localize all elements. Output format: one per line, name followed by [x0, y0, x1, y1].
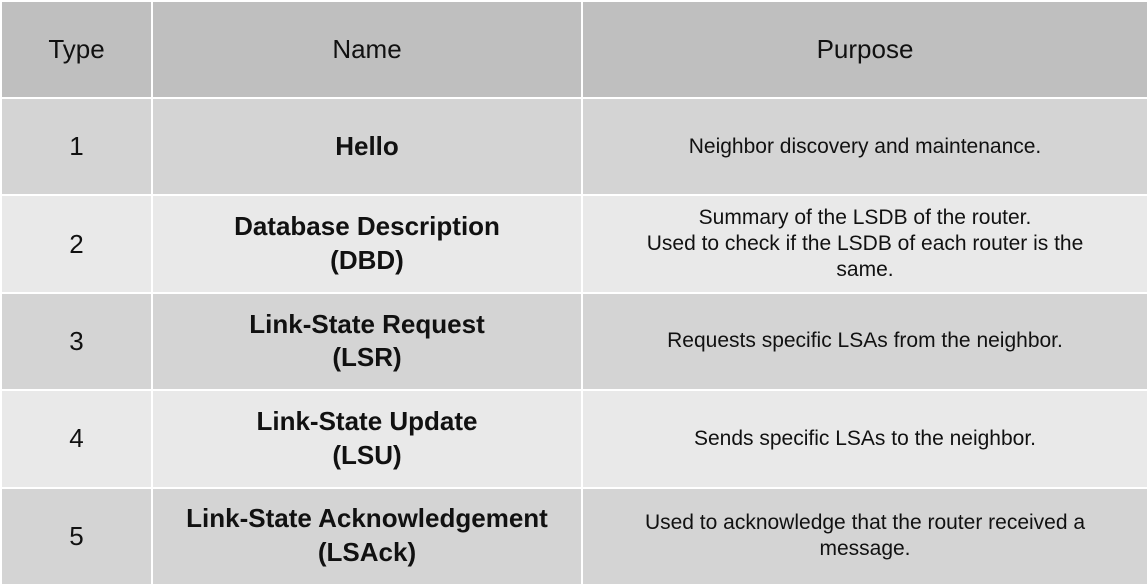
purpose-cell: Sends specific LSAs to the neighbor.: [581, 389, 1147, 489]
name-line: Link-State Acknowledgement: [186, 503, 548, 534]
name-cell: Link-State Request(LSR): [151, 291, 583, 392]
purpose-line: same.: [836, 258, 894, 282]
name-line: Link-State Update: [256, 406, 478, 437]
purpose-cell: Neighbor discovery and maintenance.: [581, 96, 1147, 197]
name-cell: Link-State Update(LSU): [151, 389, 583, 489]
name-cell: Hello: [151, 96, 583, 197]
purpose-line: Used to acknowledge that the router rece…: [644, 511, 1086, 535]
table-body: 1 Hello Neighbor discovery and maintenance…: [0, 96, 1147, 586]
name-line: Link-State Request: [249, 308, 485, 339]
type-cell: 5: [0, 486, 153, 586]
header-row: Type Name Purpose: [0, 0, 1147, 99]
header-name: Name: [151, 0, 583, 99]
purpose-cell: Used to acknowledge that the router rece…: [581, 486, 1147, 586]
name-line: (LSR): [332, 342, 402, 373]
name-line: (DBD): [330, 245, 404, 276]
name-line: (LSAck): [317, 537, 417, 568]
type-cell: 2: [0, 194, 153, 294]
purpose-line: Sends specific LSAs to the neighbor.: [693, 426, 1037, 450]
name-cell: Link-State Acknowledgement(LSAck): [151, 486, 583, 586]
purpose-line: Summary of the LSDB of the router.: [698, 205, 1032, 229]
purpose-line: Used to check if the LSDB of each router…: [646, 231, 1084, 255]
purpose-line: Neighbor discovery and maintenance.: [688, 134, 1042, 158]
type-cell: 4: [0, 389, 153, 489]
header-type: Type: [0, 0, 153, 99]
type-cell: 3: [0, 291, 153, 392]
purpose-line: Requests specific LSAs from the neighbor…: [667, 329, 1063, 353]
table-row: 1 Hello Neighbor discovery and maintenance…: [0, 96, 1147, 197]
name-cell: Database Description(DBD): [151, 194, 583, 294]
name-line: Database Description: [234, 211, 500, 242]
name-line: (LSU): [332, 439, 402, 470]
purpose-line: message.: [819, 537, 911, 561]
name-line: Hello: [335, 130, 399, 161]
purpose-cell: Summary of the LSDB of the router.Used t…: [581, 194, 1147, 294]
header-purpose: Purpose: [581, 0, 1147, 99]
type-cell: 1: [0, 96, 153, 197]
purpose-cell: Requests specific LSAs from the neighbor…: [581, 291, 1147, 392]
